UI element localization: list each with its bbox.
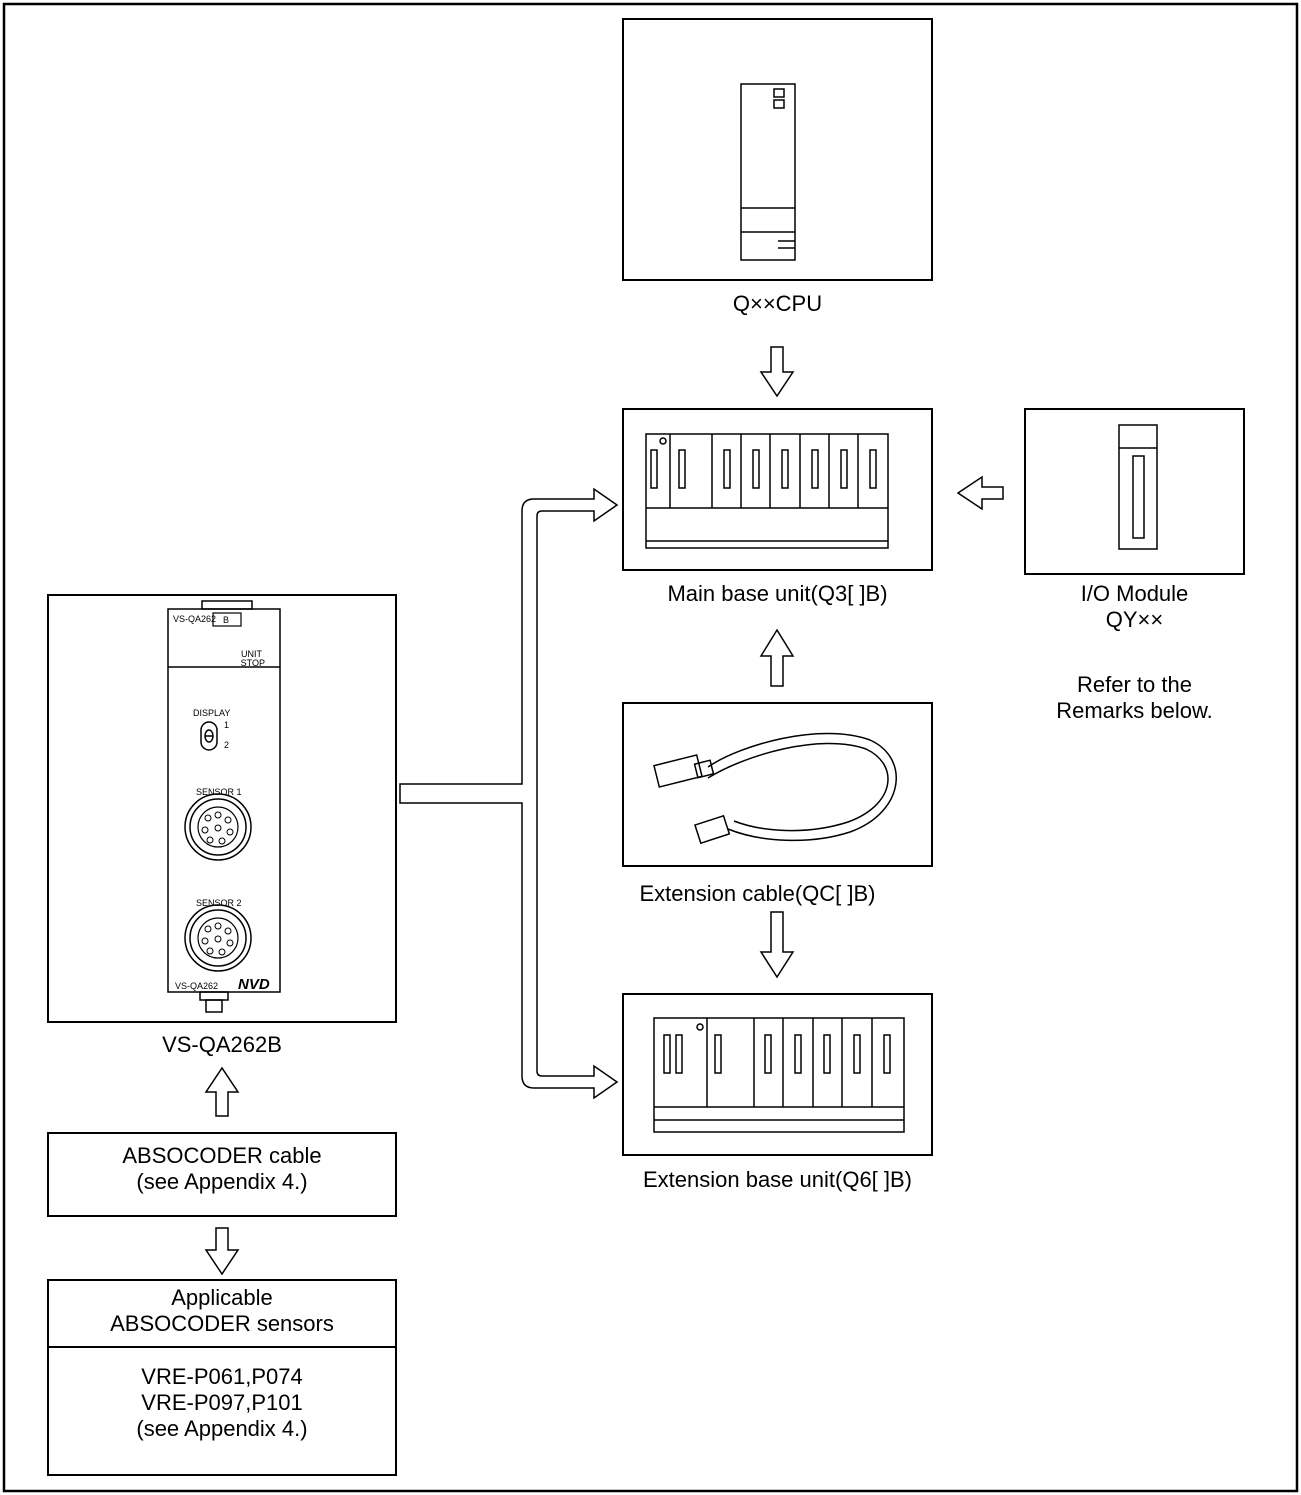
extension-base-label: Extension base unit(Q6[ ]B) (642, 1167, 913, 1192)
absocoder-cable-box (47, 1132, 397, 1217)
sensors-header: Applicable ABSOCODER sensors (48, 1285, 396, 1337)
module-label: VS-QA262B (162, 1032, 282, 1057)
arrow-up-icon (204, 1066, 240, 1117)
module-front-icon (167, 600, 281, 1013)
arrow-down-icon (759, 911, 795, 979)
extension-cable-box (622, 702, 933, 867)
arrow-left-icon (956, 475, 1004, 511)
sensors-box (47, 1279, 397, 1476)
cpu-label: Q××CPU (732, 291, 823, 316)
io-module-note-line1: Refer to the (1077, 672, 1192, 697)
cpu-icon (740, 83, 796, 261)
sensors-models-line3: (see Appendix 4.) (136, 1416, 308, 1441)
arrow-up-icon (759, 628, 795, 687)
cable-icon (653, 732, 897, 845)
module-model-text: VS-QA262 (173, 614, 216, 624)
module-display-text: DISPLAY (193, 708, 230, 718)
io-module-label-line2: QY×× (1105, 607, 1164, 632)
sensors-header-line2: ABSOCODER sensors (110, 1311, 334, 1336)
io-module-box (1024, 408, 1245, 575)
module-unit-text: UNIT (241, 649, 262, 659)
sensors-models-line1: VRE-P061,P074 (141, 1364, 303, 1389)
base-rack-icon (653, 1017, 905, 1133)
nvd-logo: NVD (238, 976, 270, 993)
io-module-label-line1: I/O Module (1080, 581, 1189, 606)
io-module-note-line2: Remarks below. (1056, 698, 1213, 723)
io-module-icon (1118, 424, 1158, 550)
absocoder-cable-line2: (see Appendix 4.) (136, 1169, 308, 1194)
module-sensor1-text: SENSOR 1 (196, 787, 242, 797)
sensors-models-line2: VRE-P097,P101 (141, 1390, 303, 1415)
absocoder-cable-label: ABSOCODER cable (see Appendix 4.) (48, 1143, 396, 1195)
arrow-down-icon (204, 1227, 240, 1276)
main-base-label: Main base unit(Q3[ ]B) (667, 581, 888, 606)
sensors-models: VRE-P061,P074 VRE-P097,P101 (see Appendi… (48, 1364, 396, 1442)
module-stop-text: STOP (241, 658, 265, 668)
module-model-suffix: B (223, 615, 229, 625)
absocoder-cable-line1: ABSOCODER cable (122, 1143, 322, 1168)
io-module-note: Refer to the Remarks below. (1025, 672, 1244, 724)
extension-base-box (622, 993, 933, 1156)
module-sensor2-text: SENSOR 2 (196, 898, 242, 908)
module-box: VS-QA262 B UNIT STOP DISPLAY 1 2 SENSOR … (47, 594, 397, 1023)
base-rack-icon (645, 433, 889, 549)
extension-cable-label: Extension cable(QC[ ]B) (639, 881, 876, 906)
io-module-label: I/O Module QY×× (1025, 581, 1244, 633)
module-display-pos1: 1 (224, 720, 229, 730)
sensors-header-line1: Applicable (171, 1285, 273, 1310)
module-display-pos2: 2 (224, 740, 229, 750)
arrow-down-icon (759, 346, 795, 398)
module-bottom-model-text: VS-QA262 (175, 981, 218, 991)
cpu-box (622, 18, 933, 281)
branch-arrow-icon (399, 487, 619, 1100)
main-base-box (622, 408, 933, 571)
